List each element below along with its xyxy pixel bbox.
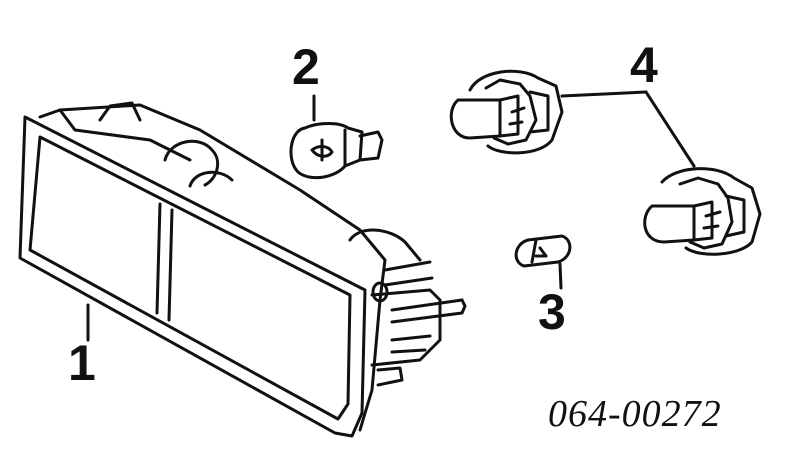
bulb-socket-lower-drawing — [643, 90, 762, 256]
callout-number-3: 3 — [538, 284, 566, 340]
bulb-large-drawing — [289, 94, 384, 180]
bulb-socket-upper-drawing — [449, 69, 648, 155]
callout-number-1: 1 — [68, 335, 96, 391]
callout-number-4: 4 — [630, 37, 658, 93]
lamp-housing-drawing — [18, 101, 467, 438]
callout-number-2: 2 — [292, 39, 320, 95]
bulb-small-drawing — [514, 234, 572, 290]
diagram-code: 064-00272 — [548, 393, 722, 435]
